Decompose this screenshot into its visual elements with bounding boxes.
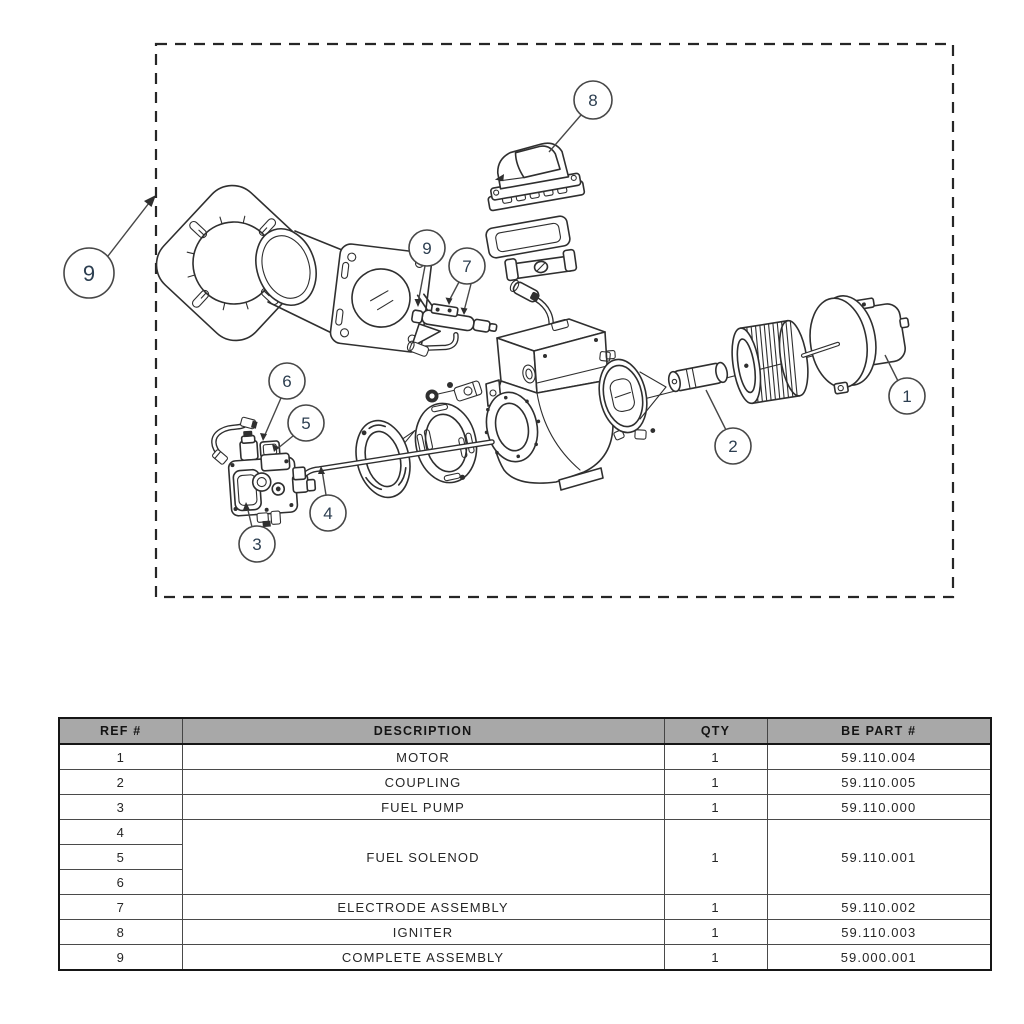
cell-qty: 1 (663, 794, 768, 820)
cell-ref: 3 (58, 794, 183, 820)
cell-description: MOTOR (181, 743, 665, 770)
callout-1-label: 1 (902, 387, 911, 406)
explode-cone-lines (639, 371, 667, 420)
cell-ref: 6 (58, 869, 183, 895)
callout-8-label: 8 (588, 91, 597, 110)
cell-part: 59.110.003 (766, 919, 992, 945)
callout-3-label: 3 (252, 535, 261, 554)
cell-part: 59.110.005 (766, 769, 992, 795)
cell-description-merged: FUEL SOLENOD (181, 819, 665, 895)
col-header-ref: REF # (58, 717, 183, 745)
cell-ref: 8 (58, 919, 183, 945)
callout-outer-9: 9 (63, 195, 156, 299)
cell-ref: 9 (58, 944, 183, 971)
cell-ref: 2 (58, 769, 183, 795)
cell-description: COMPLETE ASSEMBLY (181, 944, 665, 971)
table-row: 8 IGNITER 1 59.110.003 (58, 919, 992, 945)
callout-6: 6 (260, 362, 306, 441)
table-row: 3 FUEL PUMP 1 59.110.000 (58, 794, 992, 820)
fuel-pump (227, 430, 317, 528)
table-row: 5 (58, 844, 991, 870)
table-row: 4 FUEL SOLENOD 1 59.110.001 (58, 819, 992, 895)
cell-ref: 1 (58, 743, 183, 770)
callout-1: 1 (884, 354, 926, 415)
cell-description: IGNITER (181, 919, 665, 945)
electrode-assembly (406, 293, 498, 357)
callout-2: 2 (705, 389, 752, 465)
igniter (487, 142, 586, 212)
callout-9-inner: 9 (408, 229, 446, 307)
table-row: 6 (58, 869, 991, 895)
callout-5-label: 5 (301, 414, 310, 433)
callout-4-label: 4 (323, 504, 332, 523)
blower-wheel (731, 319, 809, 405)
motor (800, 295, 910, 395)
callout-outer-9-label: 9 (83, 261, 95, 286)
igniter-gasket (485, 215, 571, 259)
mounting-hardware (425, 380, 483, 403)
air-tube-assembly (255, 228, 433, 353)
callout-4: 4 (309, 466, 347, 532)
exploded-parts-diagram: 9 8 9 7 6 5 4 (63, 42, 955, 599)
cell-description: FUEL PUMP (181, 794, 665, 820)
cell-part: 59.000.001 (766, 944, 992, 971)
callout-7-label: 7 (462, 257, 471, 276)
col-header-description: DESCRIPTION (181, 717, 665, 745)
cell-qty: 1 (663, 919, 768, 945)
col-header-qty: QTY (663, 717, 768, 745)
callout-5: 5 (272, 404, 325, 452)
callout-6-label: 6 (282, 372, 291, 391)
cell-part: 59.110.000 (766, 794, 992, 820)
table-row: 1 MOTOR 1 59.110.004 (58, 743, 992, 770)
table-row: 9 COMPLETE ASSEMBLY 1 59.000.001 (58, 944, 992, 971)
mounting-flange-gasket (155, 184, 313, 342)
cell-qty-merged: 1 (663, 819, 768, 895)
coupling (667, 361, 729, 393)
cell-ref: 7 (58, 894, 183, 920)
fuel-line (211, 416, 258, 465)
cell-qty: 1 (663, 944, 768, 971)
cell-qty: 1 (663, 894, 768, 920)
ignition-cable (509, 279, 554, 335)
cell-part: 59.110.004 (766, 743, 992, 770)
callout-7: 7 (445, 247, 486, 315)
table-row: 7 ELECTRODE ASSEMBLY 1 59.110.002 (58, 894, 992, 920)
igniter-bracket (504, 248, 578, 282)
parts-table: REF # DESCRIPTION QTY BE PART # 1 MOTOR … (58, 717, 992, 971)
slotted-cover-cup (414, 402, 478, 484)
callout-3: 3 (238, 502, 276, 563)
callout-2-label: 2 (728, 437, 737, 456)
cell-description: COUPLING (181, 769, 665, 795)
cell-ref: 4 (58, 819, 183, 845)
cell-description: ELECTRODE ASSEMBLY (181, 894, 665, 920)
cell-part-merged: 59.110.001 (766, 819, 992, 895)
col-header-part: BE PART # (766, 717, 992, 745)
cell-part: 59.110.002 (766, 894, 992, 920)
cell-qty: 1 (663, 769, 768, 795)
housing-gasket (598, 350, 656, 441)
cell-ref: 5 (58, 844, 183, 870)
burner-housing (484, 318, 614, 491)
table-row: 2 COUPLING 1 59.110.005 (58, 769, 992, 795)
assembly-boundary-dashed-box (154, 42, 955, 599)
callout-8: 8 (548, 80, 613, 153)
table-header-row: REF # DESCRIPTION QTY BE PART # (58, 717, 992, 745)
cell-qty: 1 (663, 743, 768, 770)
callout-9-inner-label: 9 (422, 239, 431, 258)
